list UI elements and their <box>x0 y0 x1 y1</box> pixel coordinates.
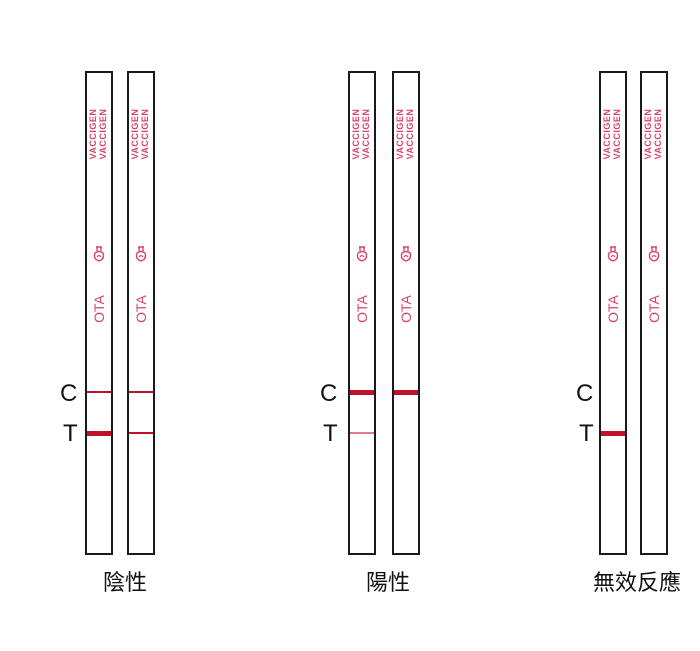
result-caption: 無效反應 <box>592 570 681 595</box>
analyte-label: OTA <box>354 295 370 323</box>
analyte-label: OTA <box>133 295 149 323</box>
control-band <box>350 390 374 395</box>
test-band <box>601 431 625 436</box>
test-line-label: T <box>323 420 338 447</box>
control-band <box>129 391 153 393</box>
control-line-label: C <box>320 380 338 407</box>
test-band <box>87 431 111 436</box>
test-line-label: T <box>63 420 78 447</box>
drop-logo-icon <box>356 246 368 262</box>
analyte-label: OTA <box>605 295 621 323</box>
analyte-label: OTA <box>646 295 662 323</box>
drop-logo-icon <box>607 246 619 262</box>
test-band <box>129 432 153 434</box>
drop-logo-icon <box>93 246 105 262</box>
control-line-label: C <box>60 380 78 407</box>
drop-logo-icon <box>648 246 660 262</box>
test-band <box>350 432 374 434</box>
control-band <box>87 391 111 393</box>
test-line-label: T <box>579 420 594 447</box>
drop-logo-icon <box>400 246 412 262</box>
analyte-label: OTA <box>398 295 414 323</box>
result-caption: 陽性 <box>365 570 410 595</box>
analyte-label: OTA <box>91 295 107 323</box>
control-band <box>394 390 418 395</box>
result-caption: 陰性 <box>102 570 147 595</box>
control-line-label: C <box>576 380 594 407</box>
drop-logo-icon <box>135 246 147 262</box>
